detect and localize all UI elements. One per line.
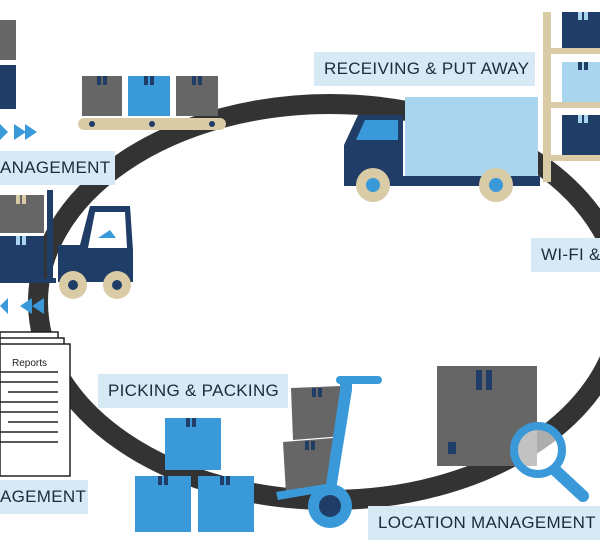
label-management-bottom: AGEMENT bbox=[0, 480, 88, 514]
hand-truck-icon bbox=[276, 376, 382, 528]
shelf-icon bbox=[543, 12, 600, 182]
picking-boxes bbox=[135, 418, 254, 532]
box-stack-top-left bbox=[0, 20, 16, 109]
label-receiving-put-away: RECEIVING & PUT AWAY bbox=[314, 52, 535, 86]
forklift-icon bbox=[0, 190, 133, 299]
arrow-left-icon bbox=[0, 298, 44, 314]
reports-title: Reports bbox=[12, 358, 47, 369]
conveyor-icon bbox=[78, 76, 226, 130]
label-wifi: WI-FI & bbox=[531, 238, 600, 272]
label-picking-packing: PICKING & PACKING bbox=[98, 374, 288, 408]
reports-document-icon: Reports bbox=[0, 331, 71, 477]
label-location-management: LOCATION MANAGEMENT bbox=[368, 506, 600, 540]
label-management-top: ANAGEMENT bbox=[0, 151, 115, 185]
magnifier-icon bbox=[437, 366, 589, 502]
arrow-right-icon bbox=[0, 124, 37, 140]
truck-icon bbox=[344, 97, 540, 202]
